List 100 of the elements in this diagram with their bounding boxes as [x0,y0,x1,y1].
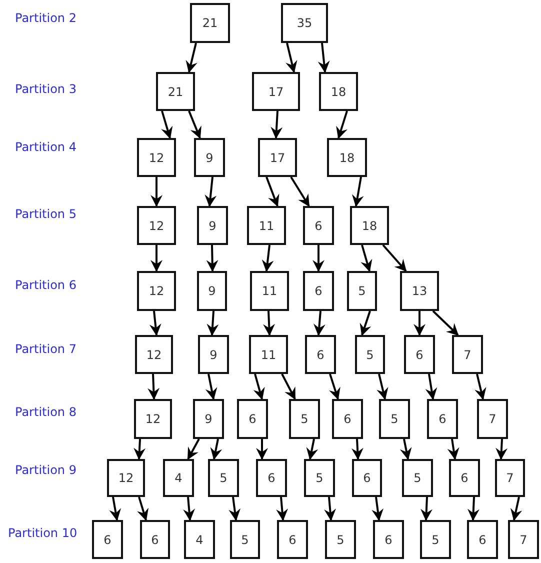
partition-box [303,271,334,311]
partition-box [140,520,170,559]
arrow [510,496,522,521]
arrow [360,244,372,272]
partition-size: 6 [316,348,324,362]
arrow [414,311,426,336]
partition-size: 6 [384,532,392,546]
arrow [432,310,459,336]
partition-size: 5 [336,532,344,546]
partition-label: Partition 5 [15,207,76,221]
arrow [425,374,438,400]
arrow [270,110,283,139]
partition-box [477,399,508,439]
arrow [306,438,318,460]
arrow [328,374,340,400]
partition-box [137,138,176,177]
arrow [324,496,336,521]
partition-box [508,520,539,559]
partition-size: 18 [339,150,355,164]
partition-size: 6 [363,471,371,485]
arrow [228,496,241,521]
arrow [262,244,274,272]
arrow [205,374,218,400]
partition-size: 6 [104,532,112,546]
arrow [150,177,162,207]
arrow [149,310,162,336]
partition-size: 4 [174,471,182,485]
partition-box [400,271,439,311]
partition-box [194,138,225,177]
arrow [204,176,217,207]
partition-size: 17 [270,150,286,164]
partition-box [193,399,224,439]
partition-box [258,138,297,177]
partition-size: 7 [464,348,472,362]
partition-box [230,520,260,559]
partition-size: 11 [262,284,278,298]
partition-size: 6 [268,471,276,485]
arrow [474,374,486,400]
arrow [134,438,146,460]
arrow [188,110,202,139]
partition-size: 9 [208,218,216,232]
partition-size: 6 [460,471,468,485]
partition-label: Partition 3 [15,82,76,96]
partition-size: 18 [362,218,378,232]
partition-label: Partition 10 [8,526,78,540]
partition-size: 12 [146,348,162,362]
partition-size: 6 [151,532,159,546]
partition-size: 9 [206,150,214,164]
partition-size: 11 [260,348,276,362]
partition-label: Partition 6 [15,278,76,292]
partition-size: 6 [248,412,256,426]
partition-label: Partition 4 [15,140,76,154]
partition-size: 4 [196,532,204,546]
partition-size: 6 [314,218,322,232]
partition-size: 6 [344,412,352,426]
arrow [266,176,280,207]
partition-box [281,3,328,43]
partition-size: 7 [488,412,496,426]
arrow [447,438,460,460]
partition-box [190,3,230,43]
partition-box [197,206,228,245]
partition-box [163,459,194,497]
arrow [187,438,200,460]
arrow [420,496,432,521]
partition-size: 17 [268,84,284,98]
arrow [467,496,480,521]
partition-size: 5 [220,471,228,485]
partition-size: 12 [145,412,161,426]
partition-label: Partition 8 [15,405,76,419]
arrow [206,244,218,272]
arrow [336,110,348,139]
partition-size: 5 [241,532,249,546]
partition-box [347,271,377,311]
partition-box [332,399,363,439]
partition-box [156,72,195,111]
partition-size: 5 [358,284,366,298]
partition-size: 12 [148,284,164,298]
partition-box [352,459,382,497]
partition-box [289,399,320,439]
arrow [351,438,364,460]
partition-size: 18 [330,84,346,98]
partition-size: 5 [366,348,374,362]
partition-size: 11 [258,218,274,232]
arrow [150,245,162,272]
partition-box [402,459,433,497]
partition-size: 5 [390,412,398,426]
partition-size: 21 [202,16,218,30]
partition-size: 5 [300,412,308,426]
arrow [183,496,196,521]
arrow [206,310,219,336]
partition-box [198,335,229,374]
arrow [276,496,288,521]
partition-box [137,206,176,245]
arrow [137,496,149,521]
arrow [372,496,384,521]
partition-box [420,520,451,559]
partition-box [252,72,300,111]
partition-box [379,399,410,439]
partition-box [107,459,145,497]
partition-size: 9 [208,284,216,298]
